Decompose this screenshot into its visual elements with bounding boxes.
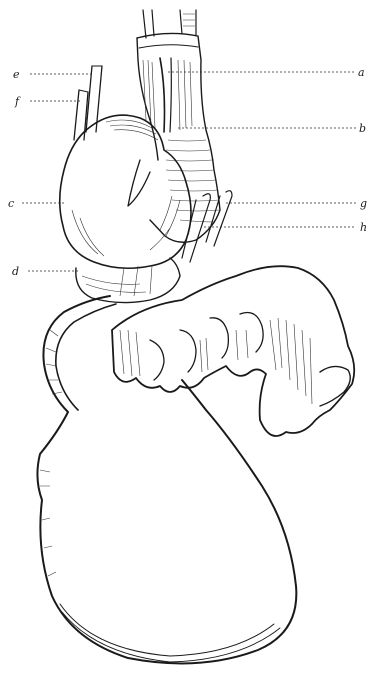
- label-g: g: [360, 197, 367, 210]
- label-h: h: [360, 221, 367, 234]
- label-d: d: [12, 265, 19, 278]
- label-b: b: [359, 122, 366, 135]
- lower-lobe: [76, 258, 180, 303]
- esophagus-tube: [137, 33, 220, 242]
- label-a: a: [358, 66, 365, 79]
- label-c: c: [8, 197, 14, 210]
- heart-organ: [60, 115, 191, 268]
- label-f: f: [14, 95, 21, 108]
- lobed-extension: [112, 266, 354, 436]
- figure-labels: a b c d e f g h: [8, 66, 367, 278]
- label-e: e: [13, 68, 20, 81]
